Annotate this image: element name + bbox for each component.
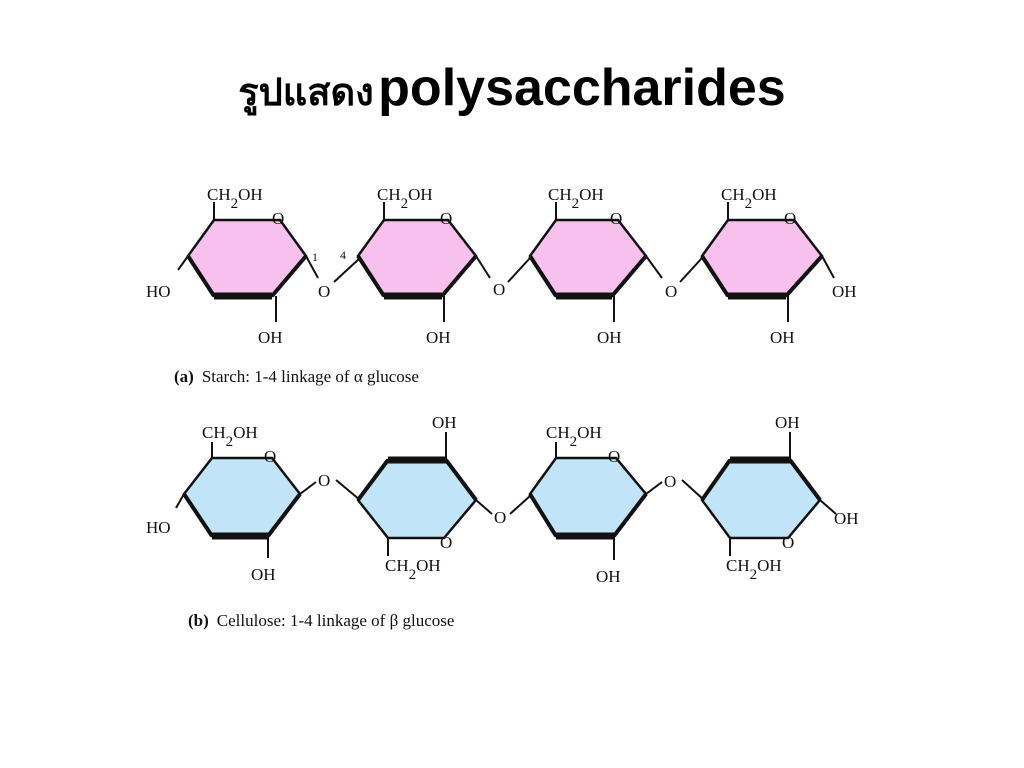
- starch-ring-4-oh: OH: [770, 328, 795, 347]
- starch-caption-tag: (a): [174, 367, 194, 386]
- cellulose-link-o-3: O: [664, 472, 676, 491]
- cellulose-ring-1-ring-o: O: [264, 447, 276, 466]
- cellulose-ring-4-oh: OH: [775, 413, 800, 432]
- starch-ring-2-ch2oh: CH2OH: [377, 185, 433, 212]
- cellulose-ring-1-hexagon: [182, 456, 302, 538]
- cellulose-ring-4-oh-right: OH: [834, 509, 859, 528]
- starch-carbon-4-number: 4: [340, 248, 346, 262]
- starch-ring-1-ho: HO: [146, 282, 171, 301]
- starch-link-o-1: O: [318, 282, 330, 301]
- title-thai: รูปแสดง: [238, 70, 374, 114]
- starch-ring-1-oh: OH: [258, 328, 283, 347]
- starch-ring-3-oh: OH: [597, 328, 622, 347]
- cellulose-ring-4: OH O OH CH2OH: [700, 413, 859, 583]
- starch-caption-text: Starch: 1-4 linkage of α glucose: [202, 367, 419, 386]
- starch-chain: CH2OH O HO OH 1 O 4 CH2OH O OH: [146, 185, 857, 347]
- starch-ring-4-oh-right: OH: [832, 282, 857, 301]
- starch-ring-4-ch2oh: CH2OH: [721, 185, 777, 212]
- starch-ring-1: CH2OH O HO OH 1: [146, 185, 319, 347]
- starch-ring-4: CH2OH O OH OH: [700, 185, 857, 347]
- title-latin: polysaccharides: [378, 59, 786, 117]
- cellulose-link-o-1: O: [318, 471, 330, 490]
- starch-ring-3-ring-o: O: [610, 209, 622, 228]
- cellulose-caption-text: Cellulose: 1-4 linkage of β glucose: [217, 611, 455, 630]
- cellulose-caption-tag: (b): [188, 611, 209, 630]
- starch-link-o-2: O: [493, 280, 505, 299]
- cellulose-ring-1-oh: OH: [251, 565, 276, 584]
- cellulose-ring-3-ch2oh: CH2OH: [546, 423, 602, 450]
- cellulose-ring-3-ring-o: O: [608, 447, 620, 466]
- starch-ring-2-oh: OH: [426, 328, 451, 347]
- cellulose-chain: CH2OH O HO OH O OH O CH2OH O: [146, 413, 859, 586]
- cellulose-ring-2: OH O CH2OH: [356, 413, 493, 583]
- cellulose-ring-2-oh: OH: [432, 413, 457, 432]
- starch-link-o-3: O: [665, 282, 677, 301]
- cellulose-ring-2-hexagon: [356, 458, 478, 540]
- starch-ring-1-ring-o: O: [272, 209, 284, 228]
- cellulose-caption: (b) Cellulose: 1-4 linkage of β glucose: [188, 611, 454, 630]
- starch-ring-3: CH2OH O OH: [528, 185, 663, 347]
- starch-carbon-1-number: 1: [312, 250, 318, 264]
- cellulose-ring-1-ho: HO: [146, 518, 171, 537]
- starch-ring-2: CH2OH O OH: [356, 185, 491, 347]
- cellulose-ring-1: CH2OH O HO OH: [146, 423, 317, 584]
- cellulose-ring-2-ring-o: O: [440, 533, 452, 552]
- cellulose-ring-3: CH2OH O OH: [528, 423, 663, 586]
- starch-ring-1-ch2oh: CH2OH: [207, 185, 263, 212]
- cellulose-link-o-2: O: [494, 508, 506, 527]
- cellulose-ring-2-ch2oh: CH2OH: [385, 556, 441, 583]
- cellulose-ring-4-ring-o: O: [782, 533, 794, 552]
- starch-ring-4-ring-o: O: [784, 209, 796, 228]
- starch-caption: (a) Starch: 1-4 linkage of α glucose: [174, 367, 419, 386]
- starch-ring-2-ring-o: O: [440, 209, 452, 228]
- cellulose-ring-1-ch2oh: CH2OH: [202, 423, 258, 450]
- slide-title: รูปแสดง polysaccharides: [0, 58, 1024, 122]
- starch-ring-3-ch2oh: CH2OH: [548, 185, 604, 212]
- cellulose-ring-4-ch2oh: CH2OH: [726, 556, 782, 583]
- cellulose-ring-3-oh: OH: [596, 567, 621, 586]
